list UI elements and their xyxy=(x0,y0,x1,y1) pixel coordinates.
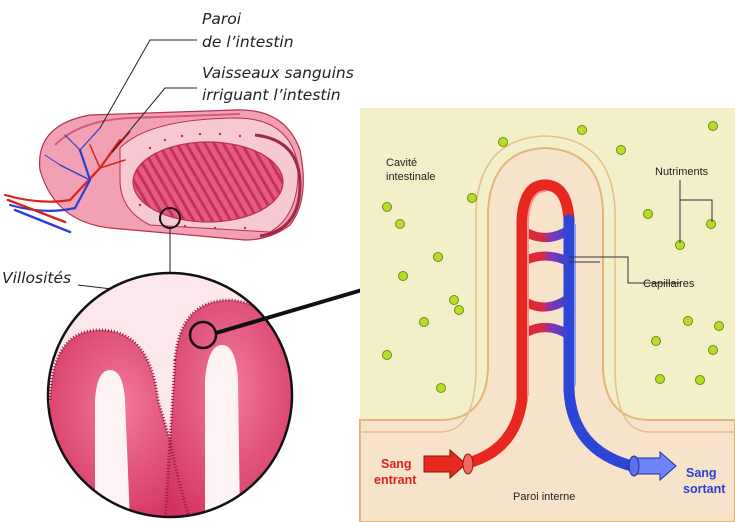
intestine-lumen xyxy=(133,142,283,222)
label-villosites: Villosités xyxy=(2,269,71,287)
label-capillaires: Capillaires xyxy=(643,278,695,290)
label-paroi-line2: de l’intestin xyxy=(202,33,294,51)
label-nutriments: Nutriments xyxy=(655,166,709,178)
label-sang-entrant-line1: Sang xyxy=(381,457,412,471)
label-paroi-line1: Paroi xyxy=(202,10,242,28)
intestine-illustration xyxy=(5,110,303,240)
label-vaisseaux-line2: irriguant l’intestin xyxy=(202,86,341,104)
label-vaisseaux-line1: Vaisseaux sanguins xyxy=(202,64,354,82)
label-cavite-line1: Cavité xyxy=(386,157,417,169)
label-cavite-line2: intestinale xyxy=(386,171,436,183)
villi-zoom-circle xyxy=(48,273,295,520)
label-sang-sortant-line1: Sang xyxy=(686,466,717,480)
label-paroi-interne: Paroi interne xyxy=(513,491,575,503)
label-sang-entrant-line2: entrant xyxy=(374,473,417,487)
label-sang-sortant-line2: sortant xyxy=(683,482,726,496)
